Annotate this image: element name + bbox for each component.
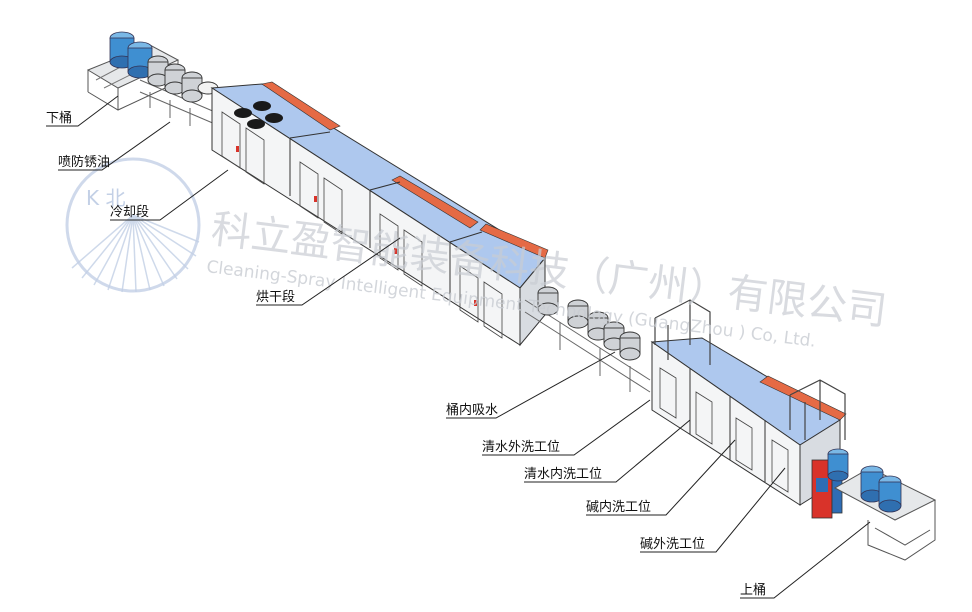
label-drying: 烘干段 (256, 290, 295, 305)
conveyor-left (139, 79, 216, 126)
label-oil-spray: 喷防锈油 (58, 154, 110, 170)
watermark-logo-letters: K 北 (86, 186, 125, 210)
cooling-fans (234, 101, 283, 129)
label-inner-suction: 桶内吸水 (446, 402, 498, 418)
main-tunnel (210, 81, 549, 347)
leader-lines (46, 95, 871, 599)
watermark-logo: K 北 (65, 157, 201, 293)
label-load: 上桶 (740, 583, 766, 598)
label-clean-outer: 清水外洗工位 (482, 440, 560, 455)
label-cooling: 冷却段 (110, 205, 149, 220)
label-unload: 下桶 (46, 111, 72, 126)
grey-drums-middle (537, 286, 641, 361)
label-alkali-outer: 碱外洗工位 (640, 537, 705, 552)
label-clean-inner: 清水内洗工位 (524, 466, 602, 482)
control-box (811, 454, 843, 519)
label-alkali-inner: 碱内洗工位 (586, 499, 651, 515)
load-drums (827, 448, 902, 513)
grey-drums-left (147, 55, 219, 103)
